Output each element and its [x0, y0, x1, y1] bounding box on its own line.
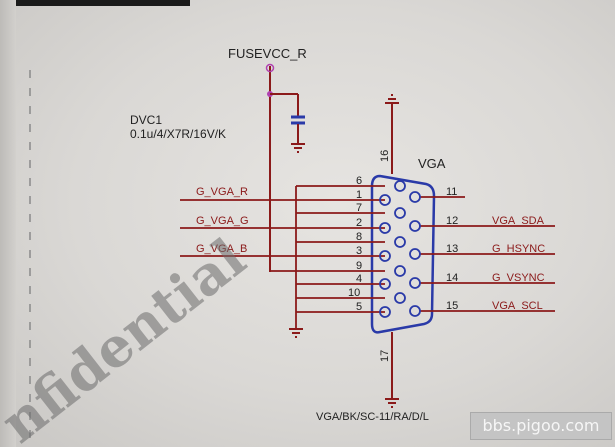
confidential-overlay: nfidential — [0, 226, 257, 447]
pin3-number: 3 — [356, 245, 362, 257]
left-net-labels: G_VGA_R G_VGA_G G_VGA_B — [196, 186, 249, 255]
pin17-label: 17 — [379, 350, 391, 362]
cap-ground-icon — [291, 143, 305, 153]
pin-contacts — [379, 180, 421, 318]
svg-text:9: 9 — [356, 260, 362, 272]
connector-top-ground-icon — [385, 94, 399, 104]
left-pin-numbers: 6 17 2 8 3 94 10 5 — [348, 175, 362, 313]
capacitor-value: 0.1u/4/X7R/16V/K — [130, 127, 226, 141]
capacitor-ref: DVC1 — [130, 113, 162, 127]
power-port-node — [265, 63, 275, 73]
svg-text:4: 4 — [356, 273, 362, 285]
power-net-label: FUSEVCC_R — [228, 46, 307, 61]
svg-text:8: 8 — [356, 231, 362, 243]
connector-bottom-ground-icon — [385, 398, 399, 408]
svg-text:10: 10 — [348, 287, 360, 299]
site-watermark: bbs.pigoo.com — [470, 412, 612, 440]
svg-text:15: 15 — [446, 300, 458, 312]
pin2-number: 2 — [356, 217, 362, 229]
top-dark-bar — [0, 0, 190, 6]
left-pin-wires — [180, 185, 385, 328]
net-label-vga-scl: VGA_SCL — [492, 300, 543, 312]
svg-text:13: 13 — [446, 243, 458, 255]
net-label-g-vga-g: G_VGA_G — [196, 215, 249, 227]
left-ground-icon — [289, 328, 303, 338]
net-label-g-vga-r: G_VGA_R — [196, 186, 248, 198]
svg-text:5: 5 — [356, 301, 362, 313]
left-page-edge — [0, 0, 16, 447]
svg-text:14: 14 — [446, 272, 458, 284]
svg-text:7: 7 — [356, 202, 362, 214]
right-pin-numbers: 11 12 13 14 15 — [446, 186, 458, 312]
net-label-g-vga-b: G_VGA_B — [196, 243, 247, 255]
pin16-label: 16 — [379, 150, 391, 162]
svg-text:6: 6 — [356, 175, 362, 187]
connector-part-number: VGA/BK/SC-11/RA/D/L — [316, 411, 429, 423]
svg-text:12: 12 — [446, 215, 458, 227]
right-net-labels: VGA_SDA G_HSYNC G_VSYNC VGA_SCL — [492, 215, 545, 312]
vga-connector-body — [370, 174, 436, 334]
svg-text:1: 1 — [356, 189, 362, 201]
right-pin-wires — [420, 196, 555, 312]
connector-ref: VGA — [418, 156, 446, 171]
net-label-g-vsync: G_VSYNC — [492, 272, 545, 284]
net-label-g-hsync: G_HSYNC — [492, 243, 545, 255]
net-label-vga-sda: VGA_SDA — [492, 215, 545, 227]
svg-text:11: 11 — [446, 186, 457, 198]
